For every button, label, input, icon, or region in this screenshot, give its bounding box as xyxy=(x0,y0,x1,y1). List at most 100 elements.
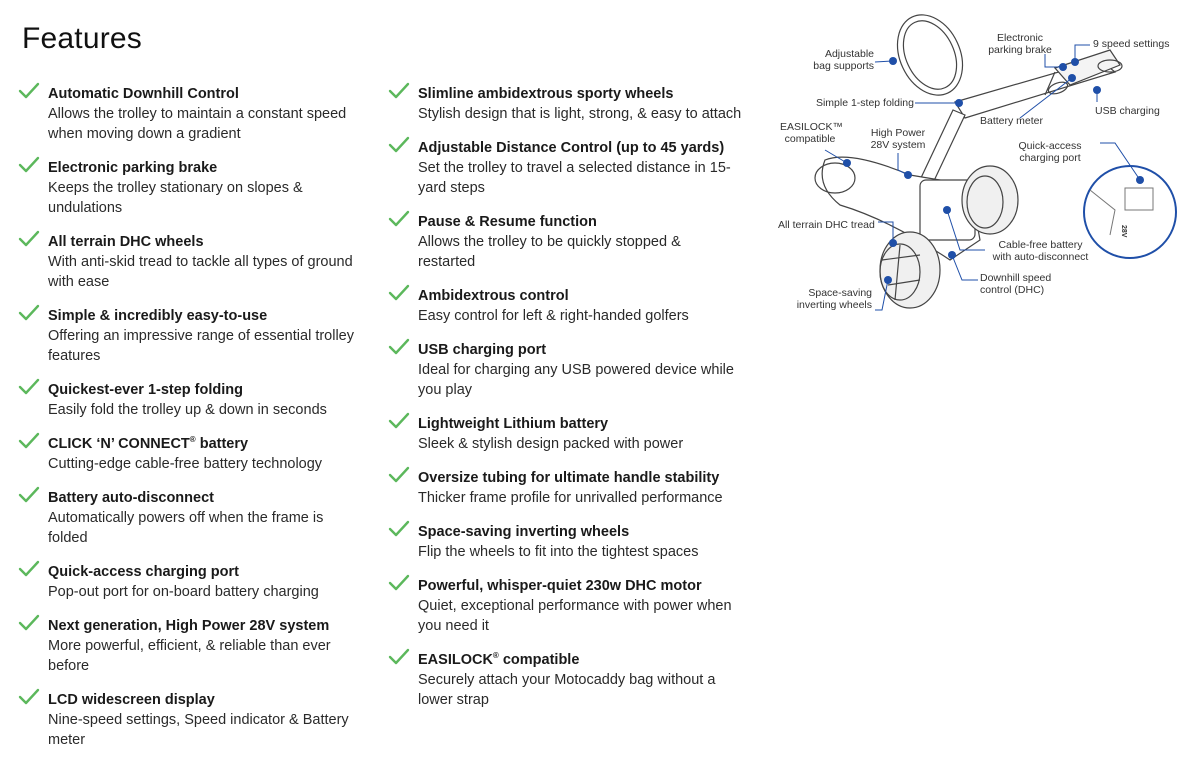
feature-title: Powerful, whisper-quiet 230w DHC motor xyxy=(418,576,758,596)
label-dhc: Downhill speed control (DHC) xyxy=(980,272,1052,296)
registered-mark: ® xyxy=(492,651,499,661)
feature-title: All terrain DHC wheels xyxy=(48,232,378,252)
feature-title-text: Pause & Resume function xyxy=(418,214,597,230)
feature-item: Space-saving inverting wheels Flip the w… xyxy=(388,520,758,562)
feature-title: EASILOCK® compatible xyxy=(418,650,758,670)
feature-title-text: Slimline ambidextrous sporty wheels xyxy=(418,86,674,102)
feature-title: Oversize tubing for ultimate handle stab… xyxy=(418,468,758,488)
feature-title-text: CLICK ‘N’ CONNECT xyxy=(48,436,190,452)
feature-title: USB charging port xyxy=(418,340,758,360)
feature-description: Easily fold the trolley up & down in sec… xyxy=(48,402,327,418)
feature-title-text: USB charging port xyxy=(418,342,547,358)
page-title: Features xyxy=(22,22,142,55)
feature-description: Offering an impressive range of essentia… xyxy=(48,328,354,364)
label-parking-brake: Electronic parking brake xyxy=(988,32,1052,56)
label-speed-settings: 9 speed settings xyxy=(1093,38,1170,50)
feature-item: Powerful, whisper-quiet 230w DHC motor Q… xyxy=(388,574,758,636)
feature-item: Battery auto-disconnect Automatically po… xyxy=(18,486,378,548)
checkmark-icon xyxy=(388,210,410,227)
feature-item: LCD widescreen display Nine-speed settin… xyxy=(18,688,378,750)
feature-title-text: Quick-access charging port xyxy=(48,564,239,580)
feature-title: Electronic parking brake xyxy=(48,158,378,178)
label-folding: Simple 1-step folding xyxy=(815,97,914,109)
label-battery: Cable-free battery with auto-disconnect xyxy=(992,239,1089,263)
feature-description: Ideal for charging any USB powered devic… xyxy=(418,362,734,398)
checkmark-icon xyxy=(18,560,40,577)
checkmark-icon xyxy=(388,284,410,301)
checkmark-icon xyxy=(18,156,40,173)
feature-title-text: Oversize tubing for ultimate handle stab… xyxy=(418,470,720,486)
feature-item: Slimline ambidextrous sporty wheels Styl… xyxy=(388,82,758,124)
feature-title-text: Adjustable Distance Control (up to 45 ya… xyxy=(418,140,725,156)
checkmark-icon xyxy=(388,82,410,99)
feature-title: Pause & Resume function xyxy=(418,212,758,232)
label-easilock: EASILOCK™ compatible xyxy=(780,121,844,145)
trolley-illustration: 28V xyxy=(814,14,1177,311)
feature-item: Oversize tubing for ultimate handle stab… xyxy=(388,466,758,508)
feature-description: Cutting-edge cable-free battery technolo… xyxy=(48,456,323,472)
features-column-left: Automatic Downhill Control Allows the tr… xyxy=(18,82,378,764)
label-high-power: High Power 28V system xyxy=(870,127,926,151)
label-inverting-wheels: Space-saving inverting wheels xyxy=(796,287,872,311)
checkmark-icon xyxy=(18,486,40,503)
label-usb-charging: USB charging xyxy=(1095,105,1160,117)
feature-title: Adjustable Distance Control (up to 45 ya… xyxy=(418,138,758,158)
checkmark-icon xyxy=(18,378,40,395)
feature-description: Pop-out port for on-board battery chargi… xyxy=(48,584,319,600)
feature-item: Quickest-ever 1-step folding Easily fold… xyxy=(18,378,378,420)
feature-title: Automatic Downhill Control xyxy=(48,84,378,104)
feature-title-text: Ambidextrous control xyxy=(418,288,569,304)
feature-title-text: Automatic Downhill Control xyxy=(48,86,239,102)
label-bag-supports: Adjustable bag supports xyxy=(813,48,874,72)
feature-item: Next generation, High Power 28V system M… xyxy=(18,614,378,676)
checkmark-icon xyxy=(18,614,40,631)
feature-title-text: LCD widescreen display xyxy=(48,692,215,708)
feature-title: CLICK ‘N’ CONNECT® battery xyxy=(48,434,378,454)
feature-title-text: Next generation, High Power 28V system xyxy=(48,618,330,634)
feature-title: Next generation, High Power 28V system xyxy=(48,616,378,636)
feature-item: Lightweight Lithium battery Sleek & styl… xyxy=(388,412,758,454)
label-charging-port: Quick-access charging port xyxy=(1018,140,1082,164)
feature-item: USB charging port Ideal for charging any… xyxy=(388,338,758,400)
feature-description: With anti-skid tread to tackle all types… xyxy=(48,254,353,290)
feature-description: Sleek & stylish design packed with power xyxy=(418,436,684,452)
feature-description: Easy control for left & right-handed gol… xyxy=(418,308,689,324)
features-column-right: Slimline ambidextrous sporty wheels Styl… xyxy=(388,82,758,724)
feature-item: Ambidextrous control Easy control for le… xyxy=(388,284,758,326)
feature-title-text: Quickest-ever 1-step folding xyxy=(48,382,243,398)
checkmark-icon xyxy=(18,230,40,247)
label-tread: All terrain DHC tread xyxy=(778,219,875,231)
feature-item: Pause & Resume function Allows the troll… xyxy=(388,210,758,272)
feature-description: Securely attach your Motocaddy bag witho… xyxy=(418,672,716,708)
feature-title: Lightweight Lithium battery xyxy=(418,414,758,434)
checkmark-icon xyxy=(388,466,410,483)
feature-title-suffix: battery xyxy=(195,436,249,452)
feature-description: Nine-speed settings, Speed indicator & B… xyxy=(48,712,349,748)
feature-title-text: Simple & incredibly easy-to-use xyxy=(48,308,268,324)
registered-mark: ® xyxy=(189,435,196,445)
checkmark-icon xyxy=(388,520,410,537)
feature-title-text: Powerful, whisper-quiet 230w DHC motor xyxy=(418,578,702,594)
feature-title: Ambidextrous control xyxy=(418,286,758,306)
checkmark-icon xyxy=(388,136,410,153)
label-battery-meter: Battery meter xyxy=(980,115,1044,127)
feature-title-text: EASILOCK xyxy=(418,652,493,668)
feature-item: Adjustable Distance Control (up to 45 ya… xyxy=(388,136,758,198)
checkmark-icon xyxy=(18,688,40,705)
checkmark-icon xyxy=(18,82,40,99)
feature-title: Quick-access charging port xyxy=(48,562,378,582)
checkmark-icon xyxy=(18,304,40,321)
feature-item: Quick-access charging port Pop-out port … xyxy=(18,560,378,602)
feature-title-text: Electronic parking brake xyxy=(48,160,218,176)
feature-description: More powerful, efficient, & reliable tha… xyxy=(48,638,331,674)
feature-description: Stylish design that is light, strong, & … xyxy=(418,106,742,122)
feature-description: Keeps the trolley stationary on slopes &… xyxy=(48,180,303,216)
feature-title: Battery auto-disconnect xyxy=(48,488,378,508)
feature-title: Space-saving inverting wheels xyxy=(418,522,758,542)
feature-title: Quickest-ever 1-step folding xyxy=(48,380,378,400)
feature-description: Flip the wheels to fit into the tightest… xyxy=(418,544,699,560)
feature-item: EASILOCK® compatible Securely attach you… xyxy=(388,648,758,710)
feature-item: CLICK ‘N’ CONNECT® battery Cutting-edge … xyxy=(18,432,378,474)
port-marking: 28V xyxy=(1120,225,1127,238)
checkmark-icon xyxy=(388,648,410,665)
